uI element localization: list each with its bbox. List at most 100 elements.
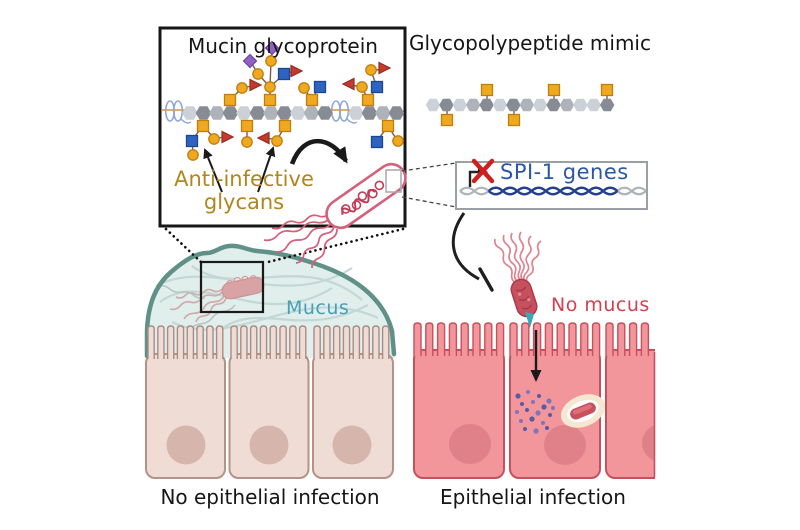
effector-dot — [537, 394, 541, 398]
microvillus — [640, 322, 650, 356]
backbone-sugar-hexagon — [222, 106, 239, 120]
dna-helix — [459, 186, 647, 196]
backbone-sugar-hexagon — [425, 98, 441, 112]
secretion-needle-icon — [525, 312, 534, 328]
microvillus — [617, 322, 626, 356]
glycan-yellow-circle — [208, 133, 220, 145]
backbone-sugar-hexagon — [519, 98, 534, 112]
backbone-sugar-hexagon — [182, 106, 198, 120]
chromosome-loop — [374, 180, 385, 191]
bacterium-flagella — [263, 212, 338, 269]
effector-dot — [525, 408, 529, 412]
microvilli-infected — [413, 322, 650, 356]
backbone-sugar-hexagon — [361, 106, 378, 120]
peptide-coil-icon — [162, 100, 192, 124]
microvillus — [249, 325, 258, 359]
backbone-sugar-hexagon — [600, 98, 615, 112]
glycan-yellow-circle — [271, 135, 283, 147]
effector-dot — [541, 404, 547, 410]
nucleus — [166, 425, 206, 465]
mucin-backbone — [182, 106, 333, 120]
glycan-yellow-square — [507, 113, 521, 127]
microvillus — [206, 325, 214, 359]
trapped-bacterium-icon — [221, 275, 265, 300]
inhibition-arrow — [451, 212, 494, 292]
coil-loop — [338, 100, 350, 122]
effector-dot — [545, 426, 549, 430]
microvillus — [323, 325, 331, 359]
glycan-blue-square — [370, 80, 384, 94]
backbone-sugar-hexagon — [263, 106, 279, 120]
backbone-sugar-hexagon — [195, 106, 212, 120]
callout-dotted-line — [262, 227, 405, 265]
pointer-arrow — [203, 148, 223, 193]
microvillus — [298, 325, 307, 359]
flagellum — [175, 288, 223, 299]
glycan-yellow-square — [305, 93, 319, 107]
chromosome-loop — [351, 200, 362, 210]
effector-dot — [548, 413, 552, 417]
glycan-red-triangle — [221, 130, 235, 144]
effector-dot — [529, 416, 535, 422]
backbone-sugar-hexagon — [533, 98, 548, 112]
backbone-sugar-hexagon — [546, 98, 561, 112]
effector-dot — [526, 390, 530, 394]
microvillus — [186, 325, 195, 359]
chromosome-loop — [357, 191, 368, 201]
glycan-yellow-square — [547, 83, 561, 97]
epithelial-cell — [228, 353, 310, 479]
glycan-blue-square — [277, 67, 291, 81]
glycan-symbols — [185, 40, 614, 161]
glycan-blue-square — [185, 134, 199, 148]
microvillus — [342, 325, 351, 359]
mucin-strand — [189, 304, 236, 331]
flagellum — [275, 221, 333, 253]
glycan-yellow-square — [480, 83, 494, 97]
microvillus — [166, 325, 175, 359]
glycan-red-triangle — [378, 61, 392, 75]
microvillus — [605, 322, 614, 356]
healthy-epithelium-scene — [144, 227, 405, 479]
backbone-sugar-hexagon — [439, 98, 454, 112]
callout-dashed-line — [401, 162, 457, 172]
backbone-sugar-hexagon — [249, 106, 266, 120]
nucleus — [449, 424, 491, 464]
inhibition-bar — [478, 267, 494, 292]
microvillus — [362, 325, 370, 359]
flagellum — [169, 291, 223, 311]
effector-dot — [515, 410, 519, 414]
microvillus — [259, 325, 268, 359]
microvilli-healthy — [147, 325, 390, 359]
bacterium-body — [510, 278, 538, 318]
bacterium-highlight — [572, 404, 592, 415]
microvillus — [289, 325, 297, 359]
dna-strand-genes — [487, 186, 619, 196]
microvillus — [591, 322, 601, 356]
invading-bacterium-flagella — [493, 231, 542, 284]
flagellum — [263, 217, 331, 242]
backbone-sugar-hexagon — [388, 106, 405, 120]
coil-tail — [346, 118, 358, 124]
backbone-sugar-hexagon — [452, 98, 467, 112]
glycan-yellow-square — [278, 119, 292, 133]
microvillus — [556, 322, 565, 356]
effector-dot — [533, 428, 539, 434]
glycan-yellow-square — [263, 93, 277, 107]
backbone-sugar-hexagon — [209, 106, 225, 120]
glycan-yellow-circle — [392, 135, 404, 147]
effector-dot — [531, 400, 535, 404]
glycan-yellow-square — [361, 93, 375, 107]
microvillus — [372, 325, 380, 359]
callout-dotted-line — [164, 227, 204, 265]
glycan-purple-diamond — [264, 40, 280, 56]
microvillus — [313, 325, 321, 359]
flagellum — [183, 295, 225, 320]
infected-epithelium-scene — [413, 231, 800, 504]
microvillus — [279, 325, 287, 359]
microvillus — [240, 325, 248, 359]
backbone-sugar-hexagon — [348, 106, 364, 120]
clip-cover — [655, 344, 800, 504]
microvillus — [425, 322, 434, 356]
mucin-panel-title: Mucin glycoprotein — [188, 34, 378, 58]
